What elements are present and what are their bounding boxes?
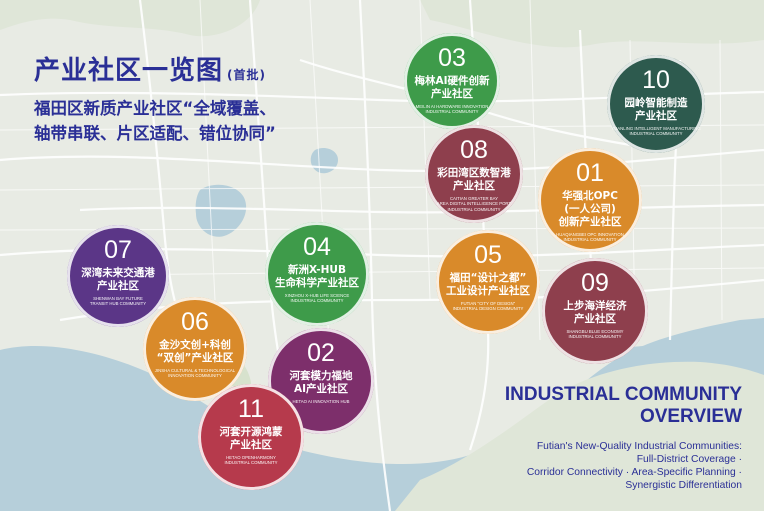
overview-line-2: OVERVIEW — [639, 406, 742, 427]
community-bubble-01[interactable]: 01 华强北OPC(一人公司)创新产业社区 HUAQIANGBEI OPC IN… — [538, 148, 642, 252]
hongkong-land — [395, 361, 764, 511]
bubble-ring — [404, 33, 500, 129]
bubble-ring — [268, 328, 374, 434]
community-bubble-03[interactable]: 03 梅林AI硬件创新产业社区 MEILIN AI HARDWARE INNOV… — [404, 33, 500, 129]
community-bubble-05[interactable]: 05 福田“设计之都”工业设计产业社区 FUTIAN "CITY OF DESI… — [436, 230, 540, 334]
community-name-en: HETAO AI INNOVATION HUB — [292, 399, 350, 404]
community-bubble-06[interactable]: 06 金沙文创+科创“双创”产业社区 JINSHA CULTURAL & TEC… — [143, 297, 247, 401]
bubble-ring — [67, 225, 169, 327]
bubble-ring — [265, 222, 369, 326]
overview-line-1: INDUSTRIAL COMMUNITY — [504, 384, 742, 405]
bubble-ring — [425, 125, 523, 223]
bubble-ring — [436, 230, 540, 334]
bubble-ring — [143, 297, 247, 401]
overview-desc-line-2: Full-District Coverage · — [636, 454, 742, 465]
bubble-ring — [542, 258, 648, 364]
community-name-en: FUTIAN "CITY OF DESIGN"INDUSTRIAL DESIGN… — [452, 301, 524, 312]
bubble-ring — [198, 384, 304, 490]
subtitle-line-1: 福田区新质产业社区“全域覆盖、 — [34, 99, 276, 118]
north-park-area — [420, 0, 764, 48]
page-subtitle: 福田区新质产业社区“全域覆盖、 轴带串联、片区适配、错位协同” — [34, 96, 276, 146]
reservoir — [195, 184, 247, 237]
bubble-ring — [538, 148, 642, 252]
subtitle-line-2: 轴带串联、片区适配、错位协同” — [34, 124, 276, 143]
overview-desc-line-1: Futian's New-Quality Industrial Communit… — [536, 441, 742, 452]
title-main: 产业社区一览图 — [34, 56, 224, 86]
overview-heading: INDUSTRIAL COMMUNITY OVERVIEW — [505, 384, 742, 428]
overview-desc-line-4: Synergistic Differentiation — [625, 480, 742, 491]
title-sub: (首批) — [227, 68, 266, 82]
overview-description: Futian's New-Quality Industrial Communit… — [527, 440, 742, 492]
mountain-park-area — [0, 0, 260, 37]
community-bubble-10[interactable]: 10 园岭智能制造产业社区 YUANLING INTELLIGENT MANUF… — [607, 55, 705, 153]
page-title: 产业社区一览图(首批) — [34, 50, 266, 87]
overview-desc-line-3: Corridor Connectivity · Area-Specific Pl… — [526, 467, 742, 478]
bubble-ring — [607, 55, 705, 153]
